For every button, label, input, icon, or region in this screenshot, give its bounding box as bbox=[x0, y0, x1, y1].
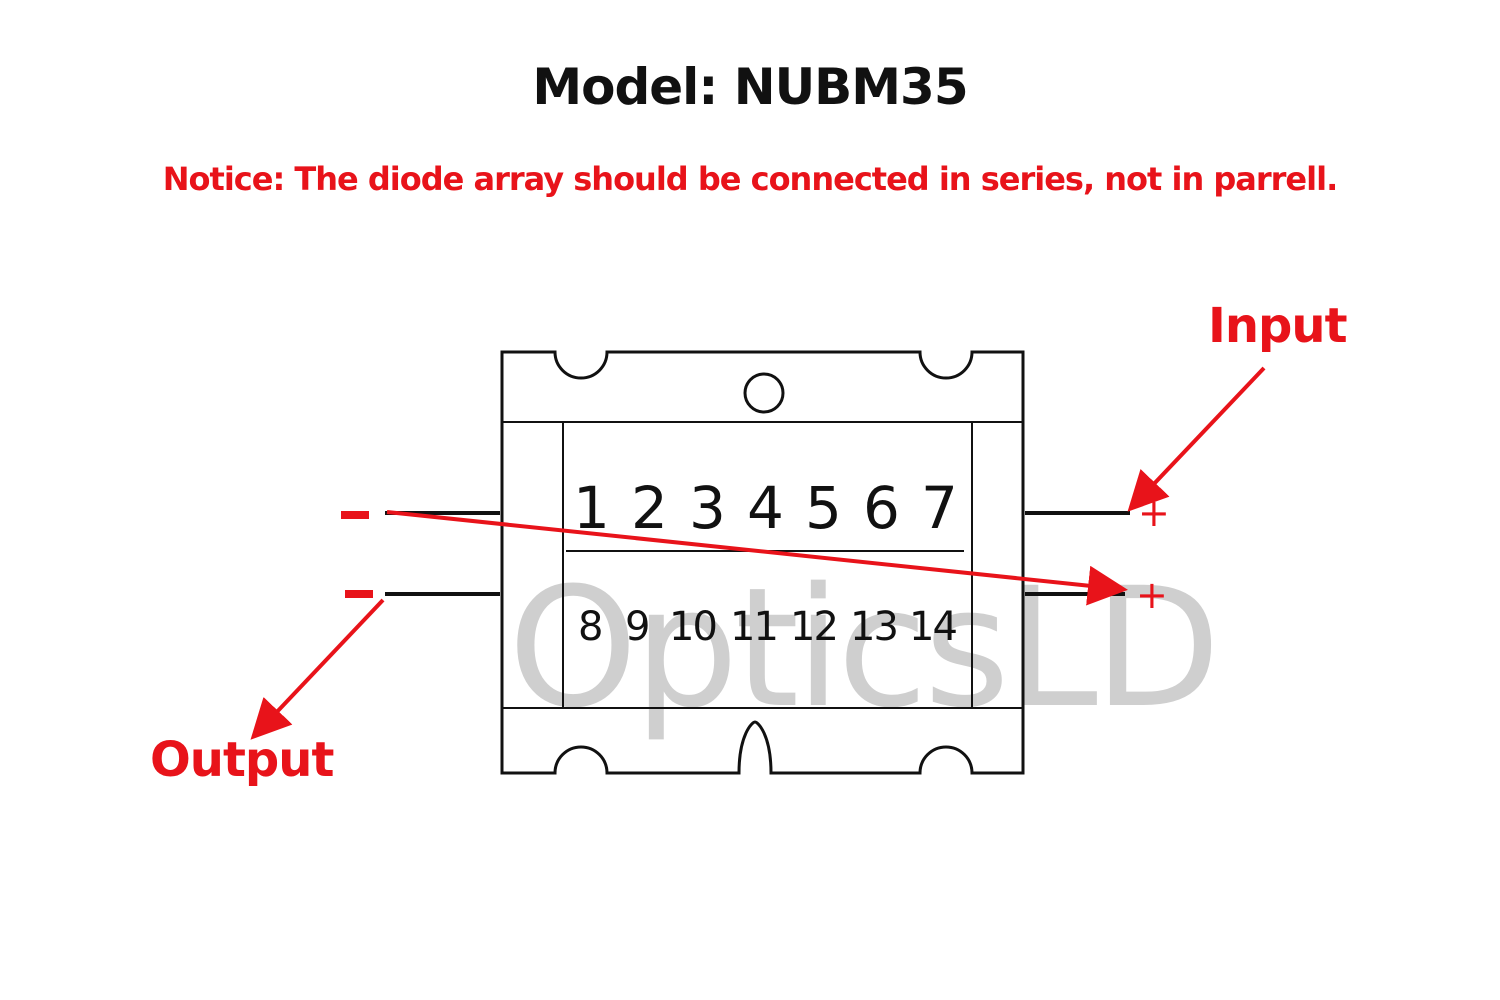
diode-number: 6 bbox=[863, 474, 900, 542]
minus-sign-bottom-left bbox=[345, 590, 373, 598]
diode-number: 3 bbox=[689, 474, 726, 542]
diode-number: 5 bbox=[805, 474, 842, 542]
diode-number: 2 bbox=[631, 474, 668, 542]
connection-arrows bbox=[250, 366, 1266, 740]
diode-number: 7 bbox=[921, 474, 958, 542]
input-arrow bbox=[1127, 366, 1266, 512]
diode-number: 8 bbox=[578, 604, 601, 650]
diode-row-bottom: 8 9 10 11 12 13 14 bbox=[578, 604, 958, 650]
diode-number: 10 bbox=[669, 604, 716, 650]
series-jumper-arrow bbox=[386, 510, 1128, 606]
notice-text: Notice: The diode array should be connec… bbox=[162, 160, 1338, 198]
mounting-hole bbox=[743, 372, 785, 414]
diode-number: 9 bbox=[625, 604, 648, 650]
diode-number: 4 bbox=[747, 474, 784, 542]
diode-row-top: 1 2 3 4 5 6 7 bbox=[573, 474, 958, 542]
diode-number: 14 bbox=[909, 604, 956, 650]
diode-number: 12 bbox=[790, 604, 837, 650]
output-label: Output bbox=[150, 732, 334, 788]
page-title: Model: NUBM35 bbox=[532, 58, 968, 116]
minus-sign-top-left bbox=[341, 511, 369, 519]
module-housing bbox=[500, 350, 1025, 775]
plus-sign-bottom-right: + bbox=[1136, 573, 1168, 617]
diode-number: 11 bbox=[730, 604, 777, 650]
output-arrow bbox=[250, 598, 385, 740]
diode-number: 13 bbox=[850, 604, 897, 650]
input-label: Input bbox=[1208, 298, 1348, 354]
